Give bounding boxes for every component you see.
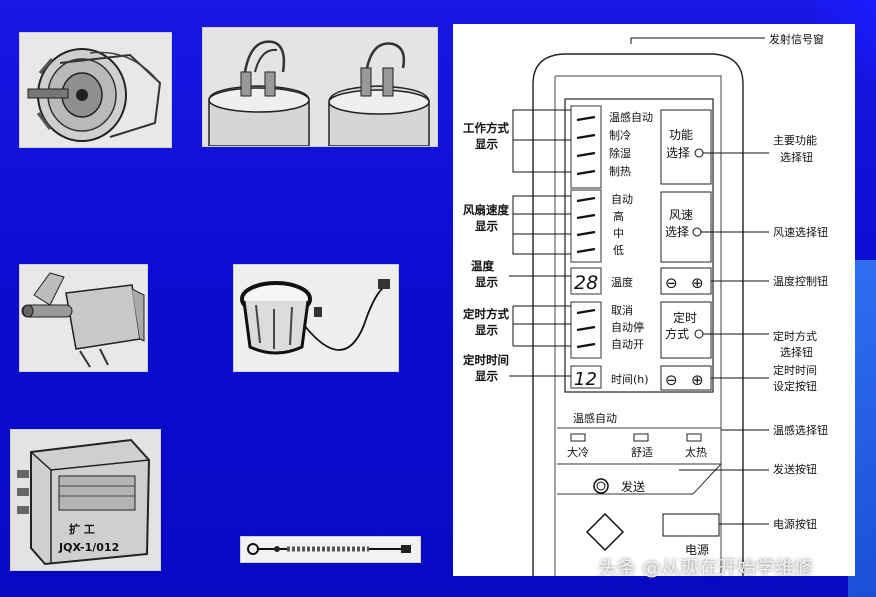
- label-temp-control: 温度控制钮: [773, 274, 828, 288]
- temperature-button-box: [660, 267, 712, 295]
- temp-minus-button[interactable]: ⊖: [665, 274, 678, 292]
- relay-label-1: 扩 工: [69, 522, 95, 536]
- remote-control-diagram: 发射信号窗 温感自动 制冷 除湿 制热 功能 选择 自动 高 中 低 风速 选择: [453, 24, 855, 576]
- relay-photo: 扩 工 JQX-1/012: [10, 429, 161, 571]
- temperature-label: 温度: [611, 275, 633, 289]
- label-main-function-2: 选择钮: [780, 150, 813, 164]
- sensor-comfort-button[interactable]: [633, 433, 649, 442]
- mode-item-1: 制冷: [609, 129, 631, 142]
- fan-button-label-2: 选择: [665, 225, 689, 239]
- time-plus-button[interactable]: ⊕: [691, 371, 704, 389]
- label-send-button: 发送按钮: [773, 462, 817, 476]
- power-button[interactable]: [662, 513, 720, 537]
- sensor-opt-0: 大冷: [567, 445, 589, 459]
- label-work-mode-1: 工作方式: [463, 121, 509, 135]
- fan-select-button[interactable]: [660, 191, 712, 263]
- label-fan-select: 风速选择钮: [773, 225, 828, 239]
- label-power-button: 电源按钮: [773, 517, 817, 531]
- label-fan-speed-2: 显示: [475, 219, 498, 233]
- label-timer-time-1: 定时时间: [463, 353, 509, 367]
- send-button-label: 发送: [621, 479, 645, 494]
- timer-button-label-2: 方式: [665, 326, 689, 341]
- timer-time-value: 12: [574, 369, 597, 390]
- label-timer-mode-btn-2: 选择钮: [780, 345, 813, 359]
- label-work-mode-2: 显示: [475, 137, 498, 151]
- fan-item-3: 低: [613, 244, 624, 257]
- timer-item-2: 自动开: [611, 338, 644, 351]
- power-diamond-button[interactable]: [585, 512, 625, 552]
- mode-item-3: 制热: [609, 165, 631, 178]
- label-sensor-select: 温感选择钮: [773, 423, 828, 437]
- temp-plus-button[interactable]: ⊕: [691, 274, 704, 292]
- label-timer-mode-btn-1: 定时方式: [773, 329, 817, 343]
- mode-indicators: [576, 115, 596, 176]
- watermark-text: 头条 @从现在开始学维修: [598, 557, 814, 579]
- label-transmit-window: 发射信号窗: [769, 32, 824, 46]
- lcd-display: [564, 98, 714, 393]
- label-fan-speed-1: 风扇速度: [463, 203, 509, 217]
- thermostat-photo: [19, 264, 148, 372]
- label-timer-mode-2: 显示: [475, 323, 498, 337]
- function-button-label-1: 功能: [669, 128, 693, 142]
- label-temp-2: 显示: [475, 275, 498, 289]
- timer-time-label: 时间(h): [611, 373, 649, 386]
- relay-label-2: JQX-1/012: [58, 541, 119, 554]
- timer-time-button-box: [660, 365, 712, 391]
- timer-button-label-1: 定时: [673, 310, 697, 325]
- remote-body-outline: [532, 53, 744, 576]
- fan-motor-photo: [19, 32, 172, 148]
- swing-motor-photo: [233, 264, 399, 372]
- fan-button-label-1: 风速: [669, 208, 693, 222]
- timer-mode-button[interactable]: [660, 301, 712, 359]
- label-timer-time-2: 显示: [475, 369, 498, 383]
- power-button-label: 电源: [685, 543, 709, 557]
- fan-item-1: 高: [613, 209, 624, 223]
- fan-item-0: 自动: [611, 193, 633, 206]
- sensor-auto-label: 温感自动: [573, 412, 617, 425]
- sensor-hot-button[interactable]: [686, 433, 702, 442]
- label-main-function-1: 主要功能: [773, 133, 817, 147]
- fan-item-2: 中: [613, 227, 624, 240]
- timer-item-0: 取消: [611, 303, 633, 317]
- fan-indicators: [576, 196, 596, 254]
- temperature-value: 28: [574, 272, 598, 294]
- label-timer-time-btn-1: 定时时间: [773, 363, 817, 377]
- timer-item-1: 自动停: [611, 320, 644, 334]
- function-button-label-2: 选择: [666, 146, 690, 160]
- sensor-opt-2: 太热: [685, 446, 707, 459]
- wire-harness-photo: [240, 536, 421, 563]
- function-select-button[interactable]: [660, 109, 712, 185]
- mode-item-0: 温感自动: [609, 111, 653, 124]
- label-temp-1: 温度: [471, 259, 494, 273]
- mode-item-2: 除湿: [609, 146, 631, 160]
- time-minus-button[interactable]: ⊖: [665, 371, 678, 389]
- sensor-opt-1: 舒适: [631, 445, 653, 459]
- sensor-cold-button[interactable]: [570, 433, 586, 442]
- send-button[interactable]: [593, 478, 609, 494]
- label-timer-mode-1: 定时方式: [463, 307, 509, 321]
- label-timer-time-btn-2: 设定按钮: [773, 379, 817, 393]
- capacitors-photo: [202, 27, 438, 147]
- timer-mode-indicators: [576, 308, 596, 349]
